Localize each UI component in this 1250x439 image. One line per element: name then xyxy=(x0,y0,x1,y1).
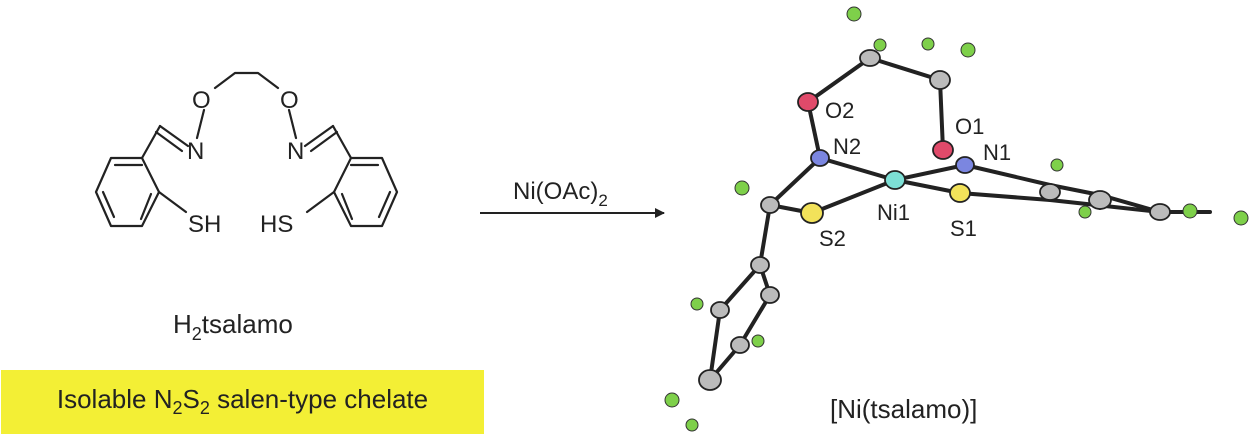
label-o2: O2 xyxy=(825,98,854,123)
crystal-atom-labels: O2 O1 N2 N1 Ni1 S2 S1 xyxy=(819,98,1011,251)
ligand-sh-right: SH xyxy=(188,211,221,238)
label-n2: N2 xyxy=(833,134,861,159)
nitrogen-n2-atom xyxy=(810,149,830,167)
ligand-atom-labels: O O N N SH HS xyxy=(187,87,304,238)
highlight-banner: Isolable N2S2 salen-type chelate xyxy=(1,370,484,434)
label-s2: S2 xyxy=(819,226,846,251)
ligand-name: H2tsalamo xyxy=(173,309,293,344)
sulfur-s2-atom xyxy=(800,202,824,224)
nitrogen-n1-atom xyxy=(955,156,975,174)
oxygen-o2-atom xyxy=(797,92,819,112)
label-n1: N1 xyxy=(983,140,1011,165)
ligand-o-left: O xyxy=(192,87,211,114)
ligand-hs-left: HS xyxy=(260,211,293,238)
product-name: [Ni(tsalamo)] xyxy=(830,394,977,424)
reagent-label: Ni(OAc)2 xyxy=(513,178,608,210)
ligand-o-right: O xyxy=(280,87,299,114)
label-s1: S1 xyxy=(950,216,977,241)
label-o1: O1 xyxy=(955,114,984,139)
banner-text: Isolable N2S2 salen-type chelate xyxy=(56,384,429,419)
ligand-n-left: N xyxy=(187,138,204,165)
label-ni1: Ni1 xyxy=(877,200,910,225)
oxygen-o1-atom xyxy=(932,140,954,160)
sulfur-s1-atom xyxy=(949,183,971,203)
crystal-structure: O2 O1 N2 N1 Ni1 S2 S1 xyxy=(664,6,1249,432)
ligand-structure xyxy=(94,71,399,228)
ligand-n-right: N xyxy=(287,138,304,165)
nickel-ni1-atom xyxy=(884,170,906,190)
